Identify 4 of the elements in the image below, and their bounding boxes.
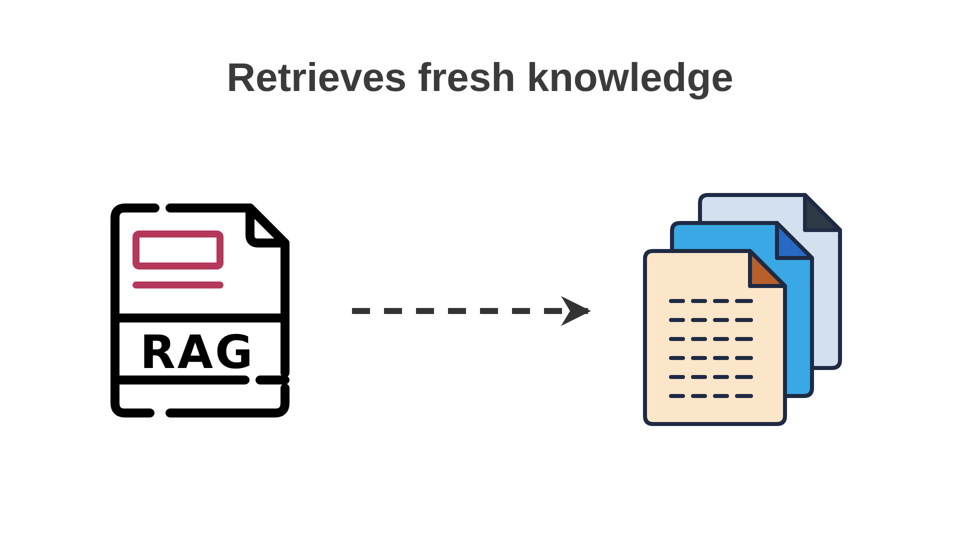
file-label: RAG bbox=[140, 325, 255, 379]
documents-stack-icon bbox=[643, 193, 843, 429]
title: Retrieves fresh knowledge bbox=[226, 56, 734, 101]
arrow bbox=[352, 296, 591, 326]
